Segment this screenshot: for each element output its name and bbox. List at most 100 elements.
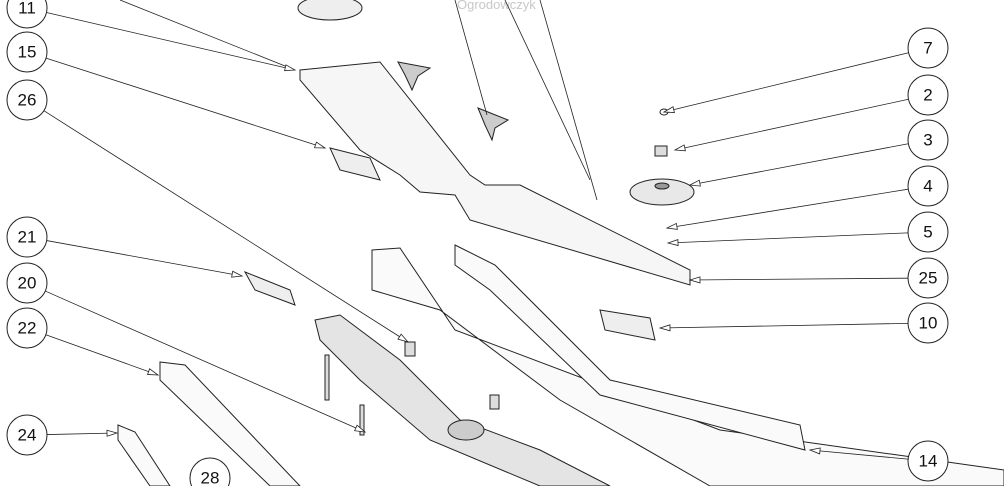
callout-number: 3: [923, 131, 932, 150]
callout-circle: [907, 440, 949, 482]
callout-number: 26: [18, 91, 37, 110]
leader-line-20: [45, 290, 366, 433]
leader-line-15: [45, 57, 326, 149]
callout-number: 7: [923, 39, 932, 58]
wheel: [447, 419, 485, 441]
beam-14: [454, 244, 806, 451]
callout-number: 15: [18, 43, 37, 62]
callout-number: 2: [923, 86, 932, 105]
callout-3: 3: [907, 119, 949, 161]
callout-circle: [907, 27, 949, 69]
bolt-20: [359, 404, 365, 436]
bracket-21: [243, 271, 296, 306]
callout-number: 21: [18, 228, 37, 247]
bracket-10: [599, 309, 656, 341]
callout-circle: [907, 211, 949, 253]
callout-15: 15: [6, 31, 48, 73]
callout-21: 21: [6, 216, 48, 258]
arrowhead-5: [666, 239, 679, 247]
callout-number: 10: [919, 314, 938, 333]
leader-line: [119, 0, 296, 71]
callout-circle: [907, 165, 949, 207]
callout-number: 11: [18, 0, 36, 18]
callout-circle: [907, 302, 949, 344]
callout-circle: [6, 79, 48, 121]
callout-24: 24: [6, 414, 48, 456]
bracket-24: [117, 424, 171, 486]
arrowhead-24: [106, 429, 119, 437]
callout-number: 14: [919, 452, 938, 471]
callout-number: 22: [18, 319, 37, 338]
callout-5: 5: [907, 211, 949, 253]
arrowhead-22: [147, 368, 160, 376]
leader-line-7: [663, 52, 909, 113]
callout-26: 26: [6, 79, 48, 121]
callout-20: 20: [6, 262, 48, 304]
callout-number: 25: [919, 269, 938, 288]
callout-circle: [6, 414, 48, 456]
callout-circle: [6, 0, 48, 29]
callout-25: 25: [907, 257, 949, 299]
knob-1: [397, 61, 432, 92]
callout-28: 28: [189, 457, 231, 486]
leader-line-22: [45, 334, 159, 376]
callout-circle: [907, 119, 949, 161]
callout-22: 22: [6, 307, 48, 349]
callout-4: 4: [907, 165, 949, 207]
bushing-2: [654, 145, 668, 157]
arrowhead-25: [688, 276, 701, 284]
leader-lines: [43, 0, 909, 460]
callout-circle: [6, 31, 48, 73]
callout-circle: [189, 457, 231, 486]
leader-line: [539, 0, 598, 201]
arrowhead-20: [354, 424, 367, 433]
beam-22: [159, 361, 301, 486]
leader-line: [504, 0, 591, 181]
arrowhead-21: [231, 270, 244, 278]
callout-number: 5: [923, 223, 932, 242]
callout-number: 24: [18, 426, 37, 445]
frame-casting: [314, 314, 611, 486]
spacer: [404, 341, 416, 357]
callout-11: 11: [6, 0, 48, 29]
callout-14: 14: [907, 440, 949, 482]
arrowhead-10: [658, 324, 671, 332]
arrowhead-4: [665, 222, 678, 230]
callout-number: 4: [923, 177, 932, 196]
bracket-15: [329, 147, 381, 181]
watermark: Ogrodowczyk: [457, 0, 536, 12]
leader-line-4: [666, 188, 909, 229]
leader-line-11: [46, 12, 296, 71]
callout-circle: [6, 307, 48, 349]
arrowhead-2: [673, 144, 686, 152]
arrowhead-7: [662, 106, 675, 113]
arrowhead-3: [688, 179, 701, 187]
leader-line-14: [809, 449, 909, 460]
callout-2: 2: [907, 74, 949, 116]
callout-number: 20: [18, 274, 37, 293]
leader-line-3: [689, 143, 909, 186]
leader-line-10: [659, 322, 909, 329]
leader-line-24: [46, 432, 118, 435]
leader-line: [454, 0, 488, 116]
callout-7: 7: [907, 27, 949, 69]
arrowhead-15: [314, 141, 327, 149]
callouts: 11 15 26 21 20 22 24 28 7 2 3 4 5 25 10 14: [6, 0, 949, 486]
leader-line-21: [46, 240, 243, 277]
callout-circle: [6, 262, 48, 304]
arrowhead-14: [808, 447, 821, 455]
callout-circle: [6, 216, 48, 258]
pulley-3: [629, 178, 695, 206]
pulley-top: [297, 0, 363, 21]
leader-line-26: [43, 110, 409, 343]
arrowhead-26: [397, 333, 410, 343]
callout-number: 28: [201, 469, 220, 486]
leader-line-5: [667, 232, 909, 244]
upper-plate: [299, 61, 691, 286]
callout-10: 10: [907, 302, 949, 344]
callout-circle: [907, 257, 949, 299]
knob-2: [477, 107, 510, 142]
leader-line-2: [674, 98, 909, 151]
callout-circle: [907, 74, 949, 116]
